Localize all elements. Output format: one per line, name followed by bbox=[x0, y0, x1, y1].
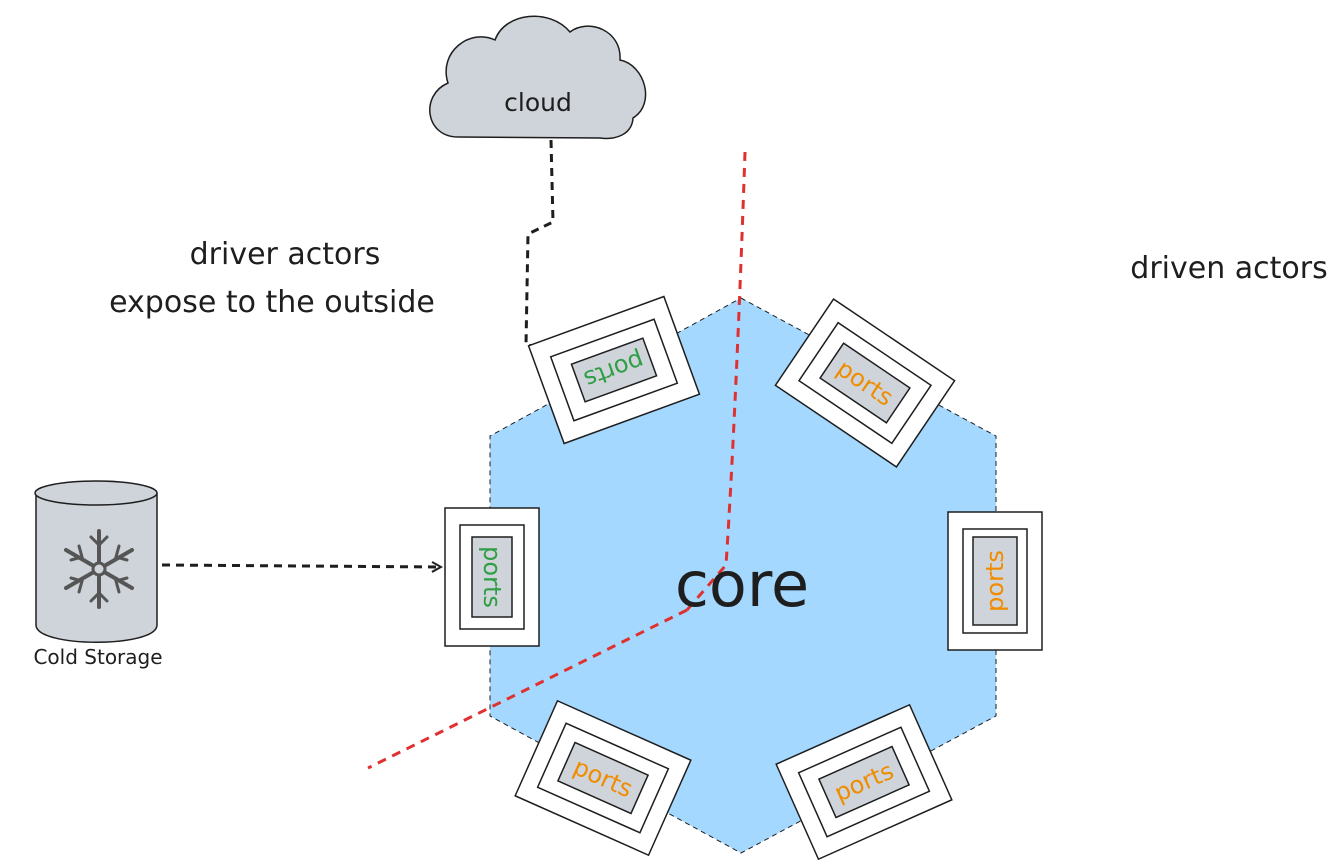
port-inner-frame bbox=[459, 524, 525, 630]
port-driven-right: ports bbox=[947, 511, 1043, 651]
port-inner-frame bbox=[962, 528, 1028, 634]
port-driven-bottom-left: ports bbox=[514, 699, 692, 857]
cloud-to-port-arrow bbox=[524, 139, 584, 351]
port-driven-top-right: ports bbox=[774, 298, 956, 468]
port-driven-bottom-right: ports bbox=[775, 703, 953, 861]
storage-to-port-arrow bbox=[161, 565, 441, 567]
port-box bbox=[819, 342, 911, 424]
port-box bbox=[570, 337, 658, 403]
driver-actors-title: driver actors bbox=[190, 237, 381, 272]
port-box bbox=[972, 536, 1018, 626]
port-inner-frame bbox=[536, 722, 670, 834]
divider-upper-line bbox=[685, 151, 747, 611]
cloud-node: cloud bbox=[429, 15, 647, 140]
core-label: core bbox=[675, 548, 809, 621]
divider-lines bbox=[367, 151, 747, 770]
port-label: ports bbox=[478, 546, 506, 608]
port-box bbox=[556, 741, 650, 815]
port-inner-frame bbox=[797, 726, 931, 838]
cold-storage-label: Cold Storage bbox=[33, 645, 162, 669]
driven-actors-title: driven actors bbox=[1130, 251, 1327, 286]
port-driver-top: ports bbox=[527, 295, 701, 445]
port-inner-frame bbox=[549, 318, 679, 422]
cold-storage-node: Cold Storage bbox=[33, 480, 163, 669]
snowflake-icon bbox=[64, 529, 134, 609]
driver-actors-subtitle: expose to the outside bbox=[109, 285, 435, 320]
port-driver-left: ports bbox=[444, 507, 540, 647]
port-label: ports bbox=[981, 550, 1009, 612]
storage-cylinder-top bbox=[34, 480, 158, 506]
port-box bbox=[471, 536, 513, 618]
cloud-shape bbox=[429, 15, 647, 140]
cloud-label: cloud bbox=[504, 88, 572, 117]
divider-lower-line bbox=[367, 608, 688, 770]
port-inner-frame bbox=[797, 321, 933, 445]
port-box bbox=[817, 745, 911, 819]
